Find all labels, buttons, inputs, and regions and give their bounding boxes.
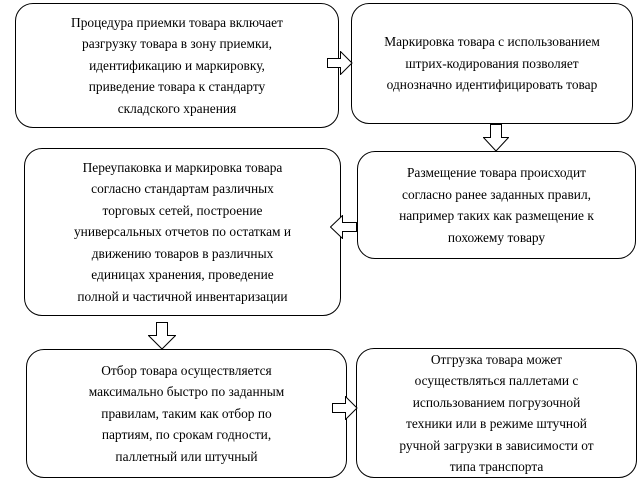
- picking-step-text: Отбор товара осуществляется максимально …: [88, 362, 285, 464]
- placement-step-box: Размещение товара происходит согласно ра…: [357, 151, 636, 259]
- receiving-step-text: Процедура приемки товара включает разгру…: [71, 14, 283, 116]
- arrow-left-icon: [330, 215, 357, 239]
- placement-step-text: Размещение товара происходит согласно ра…: [399, 165, 594, 245]
- picking-step-box: Отбор товара осуществляется максимально …: [26, 349, 347, 478]
- shipping-step-box: Отгрузка товара может осуществляться пал…: [356, 348, 637, 478]
- repacking-step-box: Переупаковка и маркировка товара согласн…: [24, 148, 341, 316]
- repacking-step-text: Переупаковка и маркировка товара согласн…: [73, 159, 292, 304]
- arrow-down-icon: [148, 322, 176, 350]
- arrow-right-icon: [332, 396, 358, 420]
- marking-step-text: Маркировка товара с использованием штрих…: [384, 34, 600, 93]
- receiving-step-box: Процедура приемки товара включает разгру…: [15, 3, 339, 128]
- arrow-down-icon: [483, 124, 509, 152]
- arrow-right-icon: [327, 51, 353, 75]
- marking-step-box: Маркировка товара с использованием штрих…: [351, 3, 633, 124]
- shipping-step-text: Отгрузка товара может осуществляться пал…: [399, 351, 594, 475]
